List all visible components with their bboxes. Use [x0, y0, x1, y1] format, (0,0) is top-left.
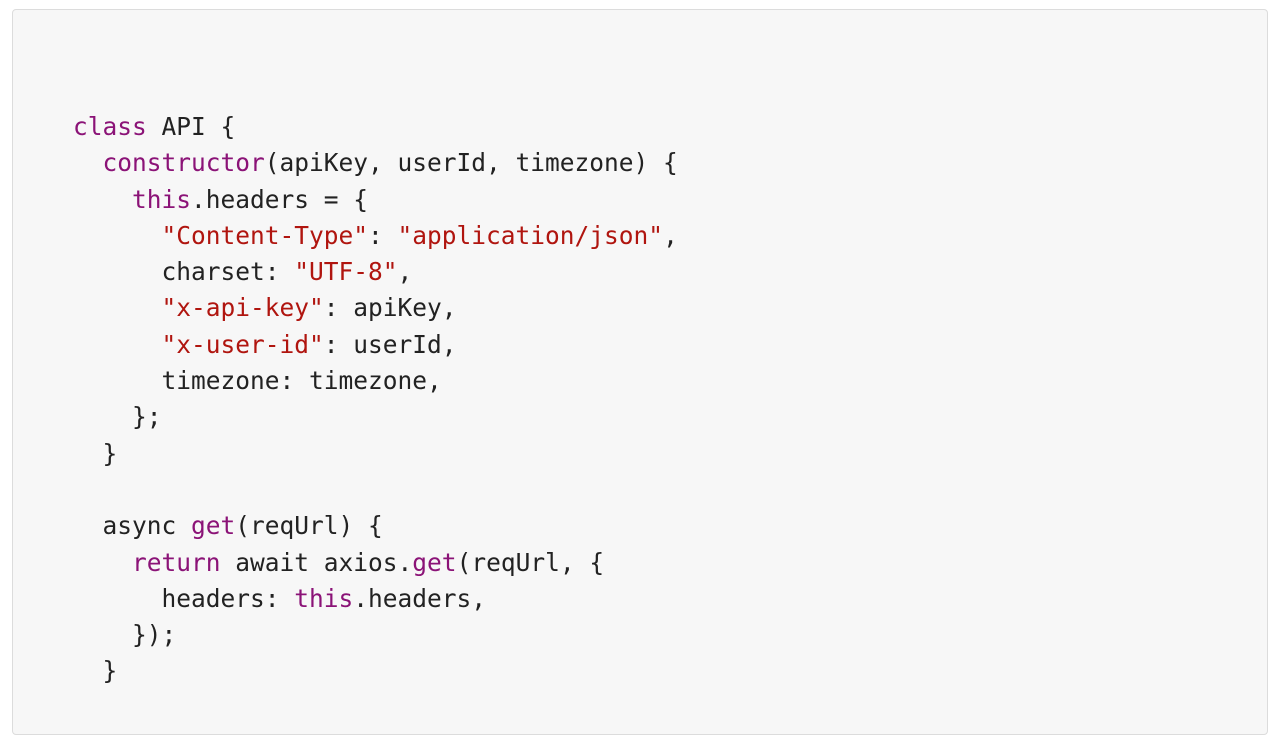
code-line: constructor(apiKey, userId, timezone) { [73, 145, 678, 181]
code-line: "x-user-id": userId, [73, 327, 678, 363]
code-line: timezone: timezone, [73, 363, 678, 399]
code-line: this.headers = { [73, 182, 678, 218]
code-token-plain: , [663, 220, 678, 250]
code-token-plain: } [73, 656, 118, 686]
code-token-plain: timezone: timezone, [73, 366, 442, 396]
code-token-keyword: get [412, 547, 457, 577]
code-line: headers: this.headers, [73, 581, 678, 617]
code-token-plain: : userId, [323, 329, 457, 359]
code-token-keyword: return [132, 547, 221, 577]
code-block: class API { constructor(apiKey, userId, … [73, 109, 678, 690]
code-line: "x-api-key": apiKey, [73, 290, 678, 326]
code-token-plain: }; [73, 402, 162, 432]
code-token-string: "x-user-id" [161, 329, 324, 359]
code-line [73, 472, 678, 508]
code-line: "Content-Type": "application/json", [73, 218, 678, 254]
code-token-plain [73, 185, 132, 214]
code-token-plain: (apiKey, userId, timezone) { [264, 148, 678, 178]
code-token-plain: (reqUrl, { [456, 547, 605, 577]
code-token-string: "x-api-key" [161, 293, 324, 323]
code-token-plain: .headers = { [191, 184, 369, 214]
code-token-string: "Content-Type" [161, 220, 369, 250]
code-token-plain: API { [146, 112, 236, 141]
code-token-plain: .headers, [353, 583, 487, 613]
code-token-plain [73, 548, 132, 577]
code-token-plain: headers: [73, 583, 295, 613]
code-token-plain: }); [73, 620, 177, 650]
code-block-container: class API { constructor(apiKey, userId, … [12, 9, 1268, 735]
code-token-plain [73, 148, 103, 177]
code-token-plain [73, 293, 162, 322]
code-line: } [73, 653, 678, 689]
code-token-keyword: get [191, 511, 236, 541]
code-line: } [73, 436, 678, 472]
code-token-plain [73, 330, 162, 359]
code-token-keyword: class [73, 112, 147, 141]
code-token-keyword: this [132, 184, 192, 214]
code-line: }; [73, 399, 678, 435]
code-token-string: "UTF-8" [294, 257, 398, 287]
code-token-plain: await axios. [220, 547, 413, 577]
code-token-plain: async [73, 511, 192, 541]
code-token-string: "application/json" [397, 220, 664, 250]
code-line: class API { [73, 109, 678, 145]
code-token-plain: : apiKey, [323, 293, 457, 323]
code-token-keyword: constructor [102, 148, 265, 178]
code-line: charset: "UTF-8", [73, 254, 678, 290]
code-token-plain: } [73, 438, 118, 468]
code-line: async get(reqUrl) { [73, 508, 678, 544]
code-token-plain: , [397, 257, 413, 287]
code-token-plain: : [368, 220, 398, 250]
code-line: }); [73, 617, 678, 653]
code-token-plain [73, 221, 162, 250]
code-token-plain: (reqUrl) { [235, 511, 383, 541]
code-token-keyword: this [294, 583, 354, 613]
code-token-plain: charset: [73, 257, 295, 287]
code-line: return await axios.get(reqUrl, { [73, 545, 678, 581]
